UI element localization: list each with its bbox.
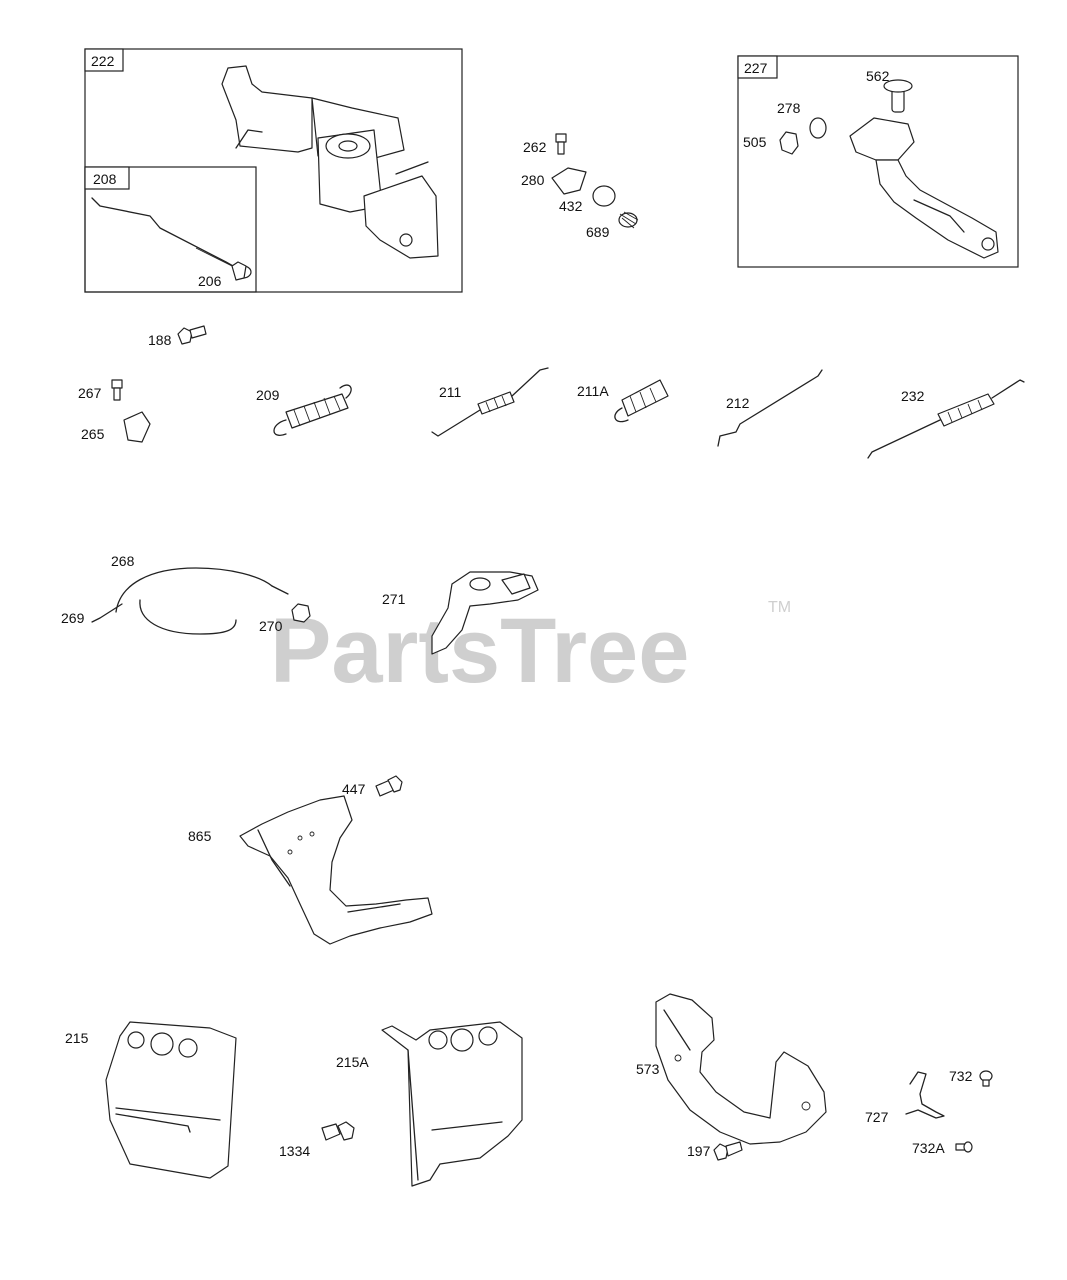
callout-447[interactable]: 447 [342,781,366,797]
bushing-432-part[interactable] [592,185,616,207]
air-guide-865-part[interactable] [239,795,433,945]
screw-262-part[interactable] [555,133,567,155]
callout-732A[interactable]: 732A [912,1140,945,1156]
callout-211[interactable]: 211 [439,384,462,400]
callout-227[interactable]: 227 [744,60,768,76]
callout-208[interactable]: 208 [93,171,117,187]
callout-211A[interactable]: 211A [577,383,609,399]
callout-270[interactable]: 270 [259,618,283,634]
spring-209-part[interactable] [273,384,352,436]
callout-573[interactable]: 573 [636,1061,660,1077]
callout-268[interactable]: 268 [111,553,135,569]
lever-227-part[interactable] [849,117,999,259]
watermark-brand: PartsTree [270,600,689,702]
callout-689[interactable]: 689 [586,224,610,240]
callout-280[interactable]: 280 [521,172,545,188]
callout-197[interactable]: 197 [687,1143,711,1159]
pin-562-part[interactable] [883,79,913,113]
clip-265-part[interactable] [123,411,151,443]
spring-689-part[interactable] [618,211,639,229]
spring-211-part[interactable] [431,367,549,437]
watermark-trademark: TM [768,599,791,616]
clip-727-part[interactable] [905,1071,945,1119]
shroud-215A-part[interactable] [381,1021,523,1187]
clip-280-part[interactable] [551,167,587,195]
callout-232[interactable]: 232 [901,388,925,404]
callout-278[interactable]: 278 [777,100,801,116]
shield-573-part[interactable] [655,993,827,1145]
bracket-271-part[interactable] [431,571,539,655]
kit-box-227: 227 562 278 505 [737,55,1019,268]
nut-505-part[interactable] [779,131,799,155]
screw-447-part[interactable] [375,775,403,797]
callout-215[interactable]: 215 [65,1030,89,1046]
callout-865[interactable]: 865 [188,828,212,844]
nut-270-part[interactable] [291,603,311,623]
screw-188-part[interactable] [177,325,207,345]
spring-211A-part[interactable] [614,379,669,423]
link-rod-part[interactable] [91,197,241,271]
callout-212[interactable]: 212 [726,395,750,411]
callout-222[interactable]: 222 [91,53,115,69]
shroud-215-part[interactable] [105,1021,237,1179]
callout-188[interactable]: 188 [148,332,172,348]
washer-278-part[interactable] [809,117,827,139]
spring-232-part[interactable] [867,379,1025,459]
screw-197-part[interactable] [713,1141,743,1161]
callout-1334[interactable]: 1334 [279,1143,310,1159]
screw-206-part[interactable] [231,261,252,281]
cable-268-part[interactable] [91,567,289,635]
callout-265[interactable]: 265 [81,426,105,442]
screw-732A-part[interactable] [955,1141,973,1153]
screw-267-part[interactable] [111,379,123,401]
control-bracket-part[interactable] [221,65,439,259]
callout-267[interactable]: 267 [78,385,102,401]
callout-262[interactable]: 262 [523,139,547,155]
callout-271[interactable]: 271 [382,591,406,607]
callout-269[interactable]: 269 [61,610,85,626]
callout-727[interactable]: 727 [865,1109,889,1125]
screw-732-part[interactable] [979,1070,993,1087]
kit-box-222: 222 208 206 [84,48,463,293]
callout-505[interactable]: 505 [743,134,767,150]
screw-1334-part[interactable] [321,1121,355,1141]
rod-212-part[interactable] [717,369,823,447]
callout-215A[interactable]: 215A [336,1054,369,1070]
callout-562[interactable]: 562 [866,68,890,84]
callout-732[interactable]: 732 [949,1068,973,1084]
callout-432[interactable]: 432 [559,198,583,214]
callout-206[interactable]: 206 [198,273,222,289]
callout-209[interactable]: 209 [256,387,280,403]
